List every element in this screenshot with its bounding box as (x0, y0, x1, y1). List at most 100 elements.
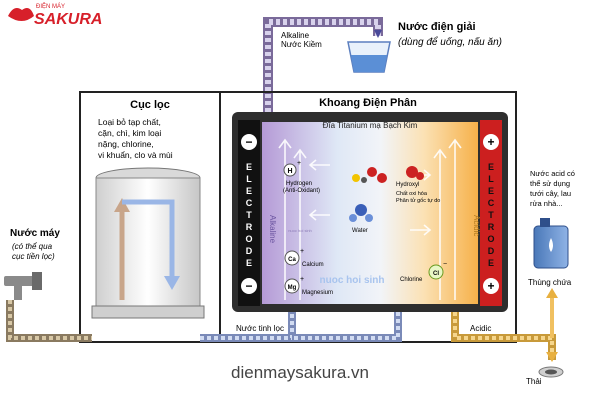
negative-terminal-icon (241, 134, 257, 150)
alkaline-tag-line2: Nước Kiềm (281, 40, 322, 49)
acidic-side-label: Acidic (472, 215, 481, 236)
electrode-letter: T (488, 210, 494, 220)
filter-desc-line: nặng, chlorine, (98, 139, 154, 149)
tap-water-label: Nước máy (10, 228, 60, 239)
ion-symbol: H (287, 168, 292, 175)
filter-description: Loại bỏ tạp chất, cặn, chì, kim loại nặn… (98, 117, 173, 160)
electrode-letter: E (488, 186, 494, 196)
electrode-letter: E (246, 258, 252, 268)
watermark-small: nuoc hoi sinh (288, 228, 312, 233)
electrode-letter: L (488, 174, 494, 184)
magnesium-ion: Mg + Magnesium (284, 276, 333, 296)
acid-note-line: tưới cây, lau (530, 189, 571, 198)
electrode-left-letters: E L E C T R O D E (245, 162, 252, 268)
water-drop-icon (549, 238, 553, 252)
container-label: Thùng chứa (528, 278, 572, 287)
spark-icon (352, 174, 360, 182)
flow-arrows (278, 138, 462, 300)
ion-symbol: Cl (433, 271, 439, 277)
plate-label: Đĩa Titanium mạ Bạch Kim (323, 121, 418, 130)
watermark: nuoc hoi sinh (320, 275, 385, 286)
brand-name: SAKURA (34, 11, 102, 28)
acid-water-note: Nước acid có thể sử dụng tưới cây, lau r… (530, 169, 575, 208)
electrode-right-letters: E L E C T R O D E (487, 162, 494, 268)
hydrogen-label: Hydrogen (286, 181, 312, 187)
input-pipe (6, 300, 92, 342)
positive-sign: + (487, 279, 494, 293)
electrode-letter: D (246, 246, 253, 256)
output-water-usage: (dùng để uống, nấu ăn) (398, 36, 502, 48)
filter-desc-line: Loại bỏ tạp chất, (98, 117, 161, 127)
filter-title: Cục lọc (130, 99, 170, 111)
electrode-letter: R (488, 222, 495, 232)
filter-desc-line: vi khuẩn, clo và mùi (98, 150, 173, 160)
electrode-letter: E (246, 186, 252, 196)
hydrogen-sublabel: (Anti-Oxidant) (283, 188, 320, 194)
filtered-water-pipe (200, 312, 402, 342)
tap-faucet-icon (4, 272, 42, 300)
negative-terminal-icon (241, 278, 257, 294)
hydroxyl-group: Hydroxyl Chất oxi hóa Phân tử gốc tự do (396, 166, 440, 204)
tap-note-line: cục tiền lọc) (12, 252, 55, 261)
alkaline-side-label: Alkaline (268, 215, 277, 244)
website-label: dienmaysakura.vn (231, 363, 369, 382)
chlorine-ion: Cl − Chlorine (400, 261, 447, 283)
electrode-letter: O (487, 234, 494, 244)
up-arrow-icon (114, 198, 130, 212)
positive-sign: + (487, 135, 494, 149)
water-label: Water (352, 228, 368, 234)
positive-electrode (480, 120, 502, 306)
electrode-letter: E (488, 162, 494, 172)
ion-charge: + (300, 276, 304, 283)
drain-label: Thải (526, 377, 542, 386)
acid-note-line: thể sử dụng (530, 179, 570, 188)
glass-icon (347, 41, 391, 73)
electrode-letter: O (245, 234, 252, 244)
drain-icon (538, 366, 564, 378)
electrode-letter: E (488, 258, 494, 268)
flow-arrow-icon (374, 30, 382, 38)
calcium-label: Calcium (302, 262, 324, 268)
electrode-letter: R (246, 222, 253, 232)
acidic-pipe (451, 288, 558, 362)
filter-desc-line: cặn, chì, kim loại (98, 128, 161, 138)
electrode-letter: D (488, 246, 495, 256)
acid-note-line: Nước acid có (530, 169, 575, 178)
magnesium-label: Magnesium (302, 290, 333, 296)
acidic-pipe-label: Acidic (470, 324, 491, 333)
jug-container-icon (533, 218, 569, 269)
calcium-ion: Ca + Calcium (284, 248, 324, 268)
negative-sign: − (245, 279, 252, 293)
acid-note-line: rửa nhà... (530, 199, 563, 208)
alkaline-tag-line1: Alkaline (281, 31, 310, 40)
hydroxyl-molecule-icon (352, 167, 387, 183)
output-water-label: Nước điện giải (398, 21, 476, 33)
electrode-letter: C (488, 198, 495, 208)
brand-logo: ĐIỆN MÁY SAKURA (8, 2, 102, 28)
hydroxyl-label: Hydroxyl (396, 182, 419, 188)
negative-sign: − (245, 135, 252, 149)
electrode-letter: L (246, 174, 252, 184)
ion-symbol: Ca (288, 257, 296, 263)
positive-terminal-icon (483, 134, 499, 150)
chamber-title: Khoang Điện Phân (319, 97, 417, 109)
electrode-letter: T (246, 210, 252, 220)
tap-note-line: (có thể qua (12, 242, 53, 251)
filter-cartridge (91, 167, 205, 319)
water-molecule-icon: Water (349, 204, 373, 234)
chlorine-label: Chlorine (400, 277, 423, 283)
ion-symbol: Mg (288, 285, 297, 291)
down-arrow-icon (546, 352, 558, 362)
electrode-letter: C (246, 198, 253, 208)
alkaline-output-pipe (263, 17, 383, 112)
ion-charge: − (443, 261, 447, 268)
ion-charge: + (297, 160, 301, 167)
filtered-water-label: Nước tinh lọc (236, 324, 284, 333)
positive-terminal-icon (483, 278, 499, 294)
electrode-letter: E (246, 162, 252, 172)
down-arrow-icon (164, 276, 180, 290)
hydroxyl-desc1: Chất oxi hóa (396, 191, 428, 197)
hydroxyl-desc2: Phân tử gốc tự do (396, 197, 440, 204)
